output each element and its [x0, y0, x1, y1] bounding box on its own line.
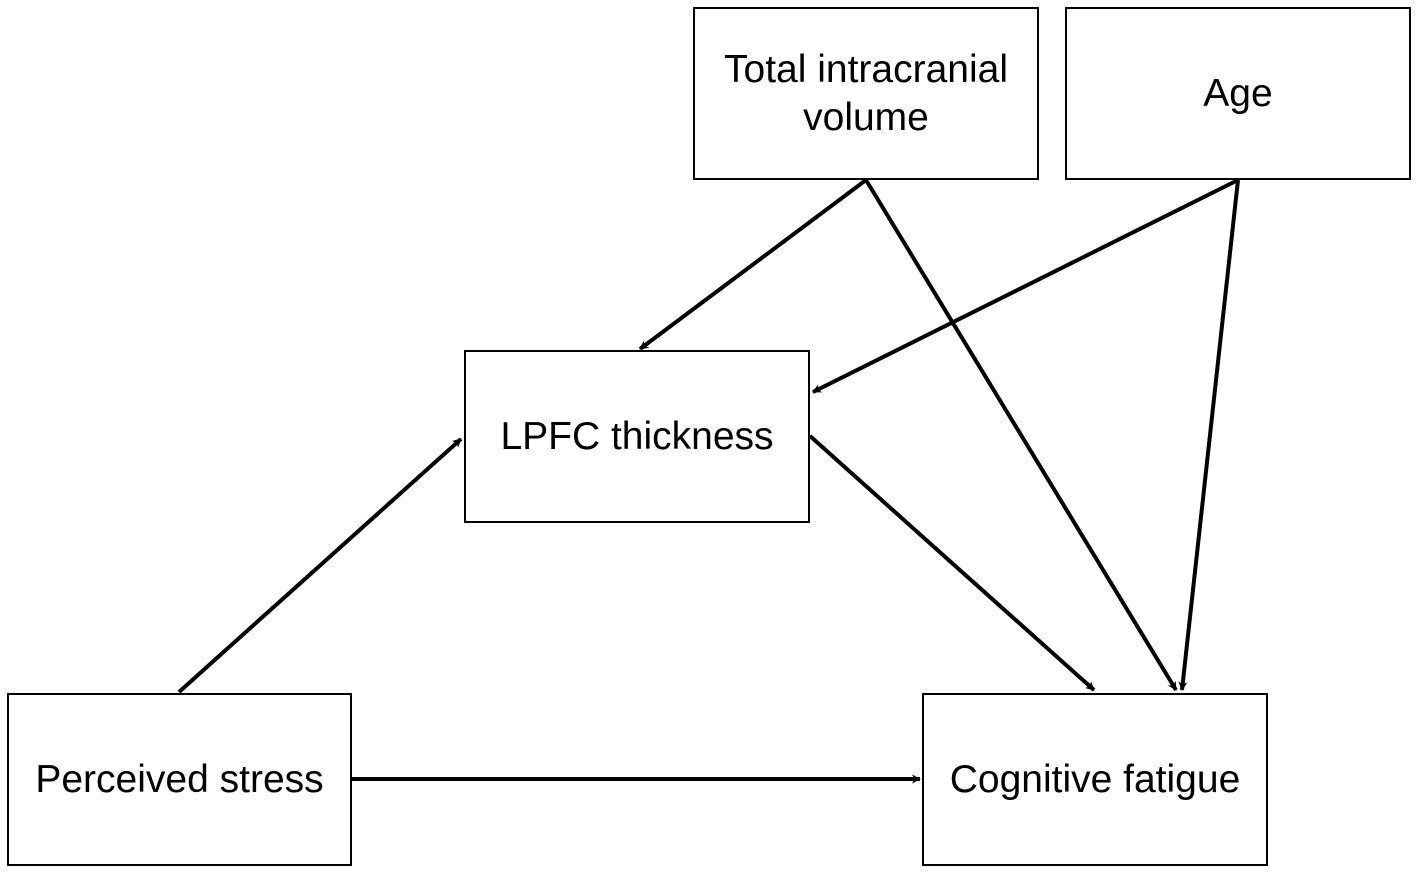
node-label-cognitive-fatigue: Cognitive fatigue	[949, 757, 1241, 801]
node-label-lpfc-thickness: LPFC thickness	[500, 414, 774, 458]
arrow-lpfc-to-fatigue	[808, 434, 1096, 692]
arrow-age-to-fatigue	[1178, 179, 1240, 691]
node-perceived-stress: Perceived stress	[7, 693, 352, 866]
node-age: Age	[1065, 7, 1411, 180]
node-label-age: Age	[1203, 71, 1273, 115]
node-lpfc-thickness: LPFC thickness	[464, 350, 810, 523]
node-cognitive-fatigue: Cognitive fatigue	[922, 693, 1268, 866]
node-label-perceived-stress: Perceived stress	[35, 757, 324, 801]
edges-group	[177, 178, 1240, 784]
arrow-stress-to-lpfc	[177, 437, 463, 694]
arrow-tiv-to-lpfc	[638, 178, 868, 351]
arrow-age-to-lpfc	[812, 178, 1239, 394]
arrow-tiv-to-fatigue	[864, 178, 1178, 692]
node-total-intracranial-volume: Total intracranial volume	[693, 7, 1039, 180]
node-label-total-intracranial-volume: Total intracranial volume	[724, 47, 1008, 139]
